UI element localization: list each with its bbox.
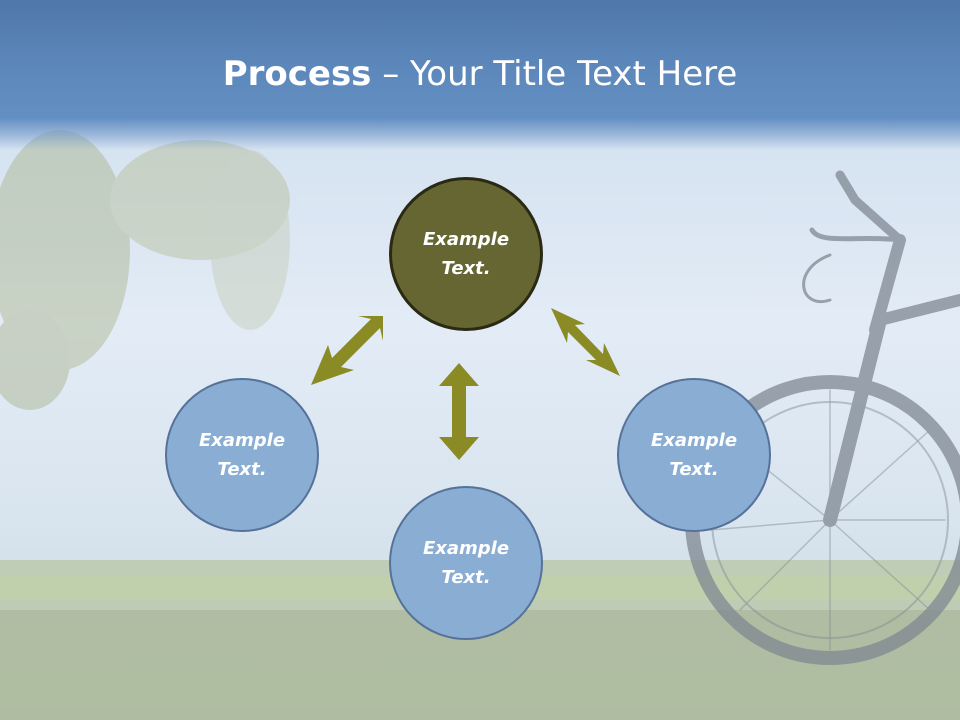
arrow-center-bottom	[439, 363, 479, 460]
arrow-left-top	[311, 316, 383, 385]
tree-foliage	[0, 130, 290, 410]
title-bar	[0, 0, 960, 150]
arrow-top-right	[551, 308, 620, 376]
slide-title-bold: Process	[222, 54, 372, 94]
bicycle-silhouette	[685, 170, 960, 665]
slide-title: Process – Your Title Text Here	[0, 52, 960, 96]
slide-title-rest: – Your Title Text Here	[371, 54, 738, 94]
